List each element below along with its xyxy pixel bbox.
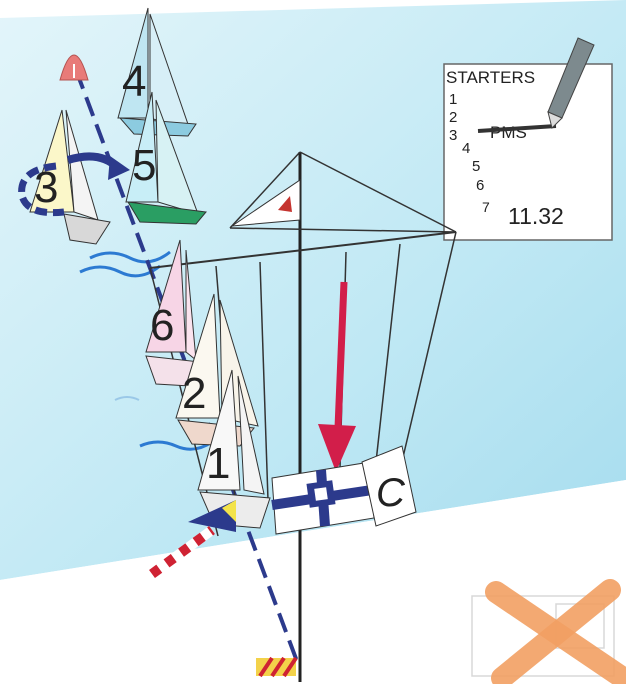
starters-row-number: 5 bbox=[472, 158, 480, 175]
starters-heading: STARTERS bbox=[446, 68, 535, 87]
sail-number: 1 bbox=[206, 439, 230, 488]
starters-row-number: 3 bbox=[449, 127, 457, 144]
starters-row-number: 2 bbox=[449, 109, 457, 126]
start-time: 11.32 bbox=[508, 203, 564, 229]
sail-number: 6 bbox=[150, 301, 174, 350]
crossed-entry: PMS bbox=[490, 123, 527, 142]
starters-row-number: 6 bbox=[476, 177, 484, 194]
sail-number: 2 bbox=[182, 369, 206, 418]
flag-letter: C bbox=[376, 471, 406, 515]
sail-number: 5 bbox=[132, 141, 156, 190]
starters-row-number: 4 bbox=[462, 140, 470, 157]
starters-sheet: STARTERS 1 2 3 4 5 6 7 PMS 11.32 bbox=[444, 38, 612, 240]
sail-number: 4 bbox=[122, 57, 146, 106]
committee-mark bbox=[256, 658, 296, 676]
starters-row-number: 1 bbox=[449, 91, 457, 108]
starters-row-number: 7 bbox=[482, 199, 490, 215]
